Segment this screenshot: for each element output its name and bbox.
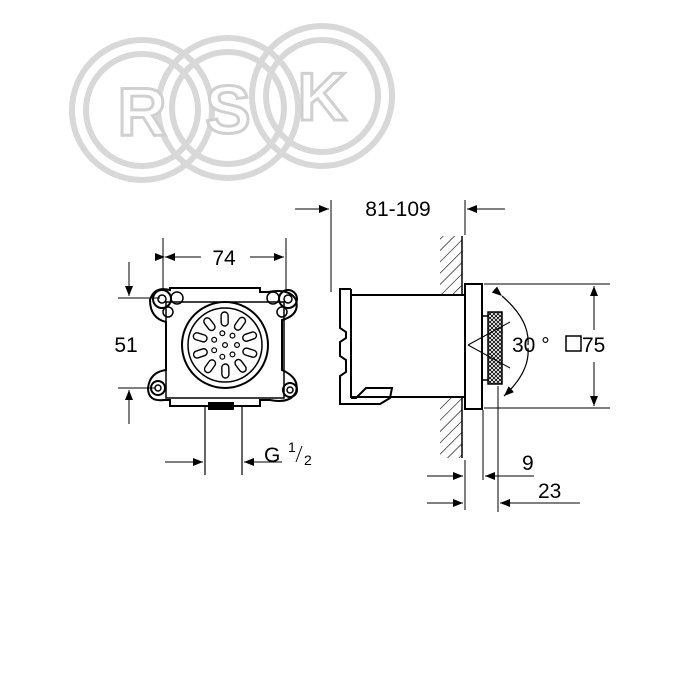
watermark-ring-r	[69, 37, 215, 183]
thread-dimension-letter: G	[264, 444, 280, 467]
width-dimension: 74	[155, 238, 287, 290]
nozzle-slot	[242, 347, 258, 358]
spray-nozzles	[192, 311, 258, 379]
spray-head	[181, 301, 269, 389]
nozzle-slot	[234, 358, 247, 373]
offset-dimension-small: 9	[427, 410, 534, 480]
watermark-letter-s: S	[205, 72, 250, 148]
mounting-lug-top-right	[266, 289, 298, 318]
nozzle-slot	[220, 311, 229, 327]
nozzle-slot	[203, 317, 216, 332]
nozzle-hole	[219, 353, 226, 360]
nozzle-hole	[229, 351, 236, 358]
width-dimension-label: 74	[212, 247, 236, 270]
square-dimension: 75	[484, 283, 610, 409]
thread-dimension-denominator: 2	[304, 452, 312, 468]
nozzle-slot	[233, 316, 247, 331]
thread-dimension-numerator: 1	[288, 439, 296, 455]
nozzle-hole	[229, 332, 236, 339]
knurled-spray-face	[482, 311, 503, 385]
spray-angle-label: 30 °	[512, 334, 550, 357]
offset-dimension-small-label: 9	[522, 452, 534, 475]
watermark-ring-s	[155, 35, 301, 181]
watermark-letter-k: K	[297, 59, 346, 135]
nozzle-hole	[234, 342, 241, 349]
mounting-lug-bottom-right	[282, 382, 298, 398]
nozzle-slot	[192, 348, 208, 359]
height-dimension-label: 51	[114, 334, 137, 357]
offset-dimension-large: 23	[427, 386, 580, 512]
nozzle-slot	[203, 359, 217, 374]
offset-dimension-large-label: 23	[538, 480, 561, 503]
front-view: 74 51 G 1 2	[114, 238, 312, 475]
height-dimension: 51	[114, 262, 160, 424]
side-view: 30 ° 75 81-109 9	[295, 198, 610, 512]
depth-dimension-label: 81-109	[365, 198, 430, 221]
square-symbol-icon	[565, 335, 582, 352]
nozzle-hole	[211, 347, 218, 354]
nozzle-hole	[211, 336, 218, 343]
nozzle-slot	[242, 331, 258, 342]
spray-angle-indicator: 30 °	[467, 286, 550, 397]
nozzle-hole-center	[222, 342, 229, 349]
wall-section-upper	[440, 236, 463, 296]
thread-dimension: G 1 2	[165, 439, 312, 468]
nozzle-slot	[221, 363, 230, 379]
nozzle-slot	[192, 332, 208, 343]
rsk-watermark-logo: R S K	[69, 23, 395, 183]
trim-plate	[464, 283, 483, 410]
mounting-lug-top-left	[152, 289, 184, 318]
outlet-pipe	[204, 402, 243, 475]
depth-dimension: 81-109	[295, 198, 505, 292]
watermark-ring-k	[249, 23, 395, 169]
square-dimension-label: 75	[582, 334, 605, 357]
wall-section-lower	[440, 396, 463, 458]
nozzle-hole	[219, 330, 226, 337]
mounting-box-body	[339, 288, 466, 405]
watermark-letter-r: R	[117, 74, 166, 150]
